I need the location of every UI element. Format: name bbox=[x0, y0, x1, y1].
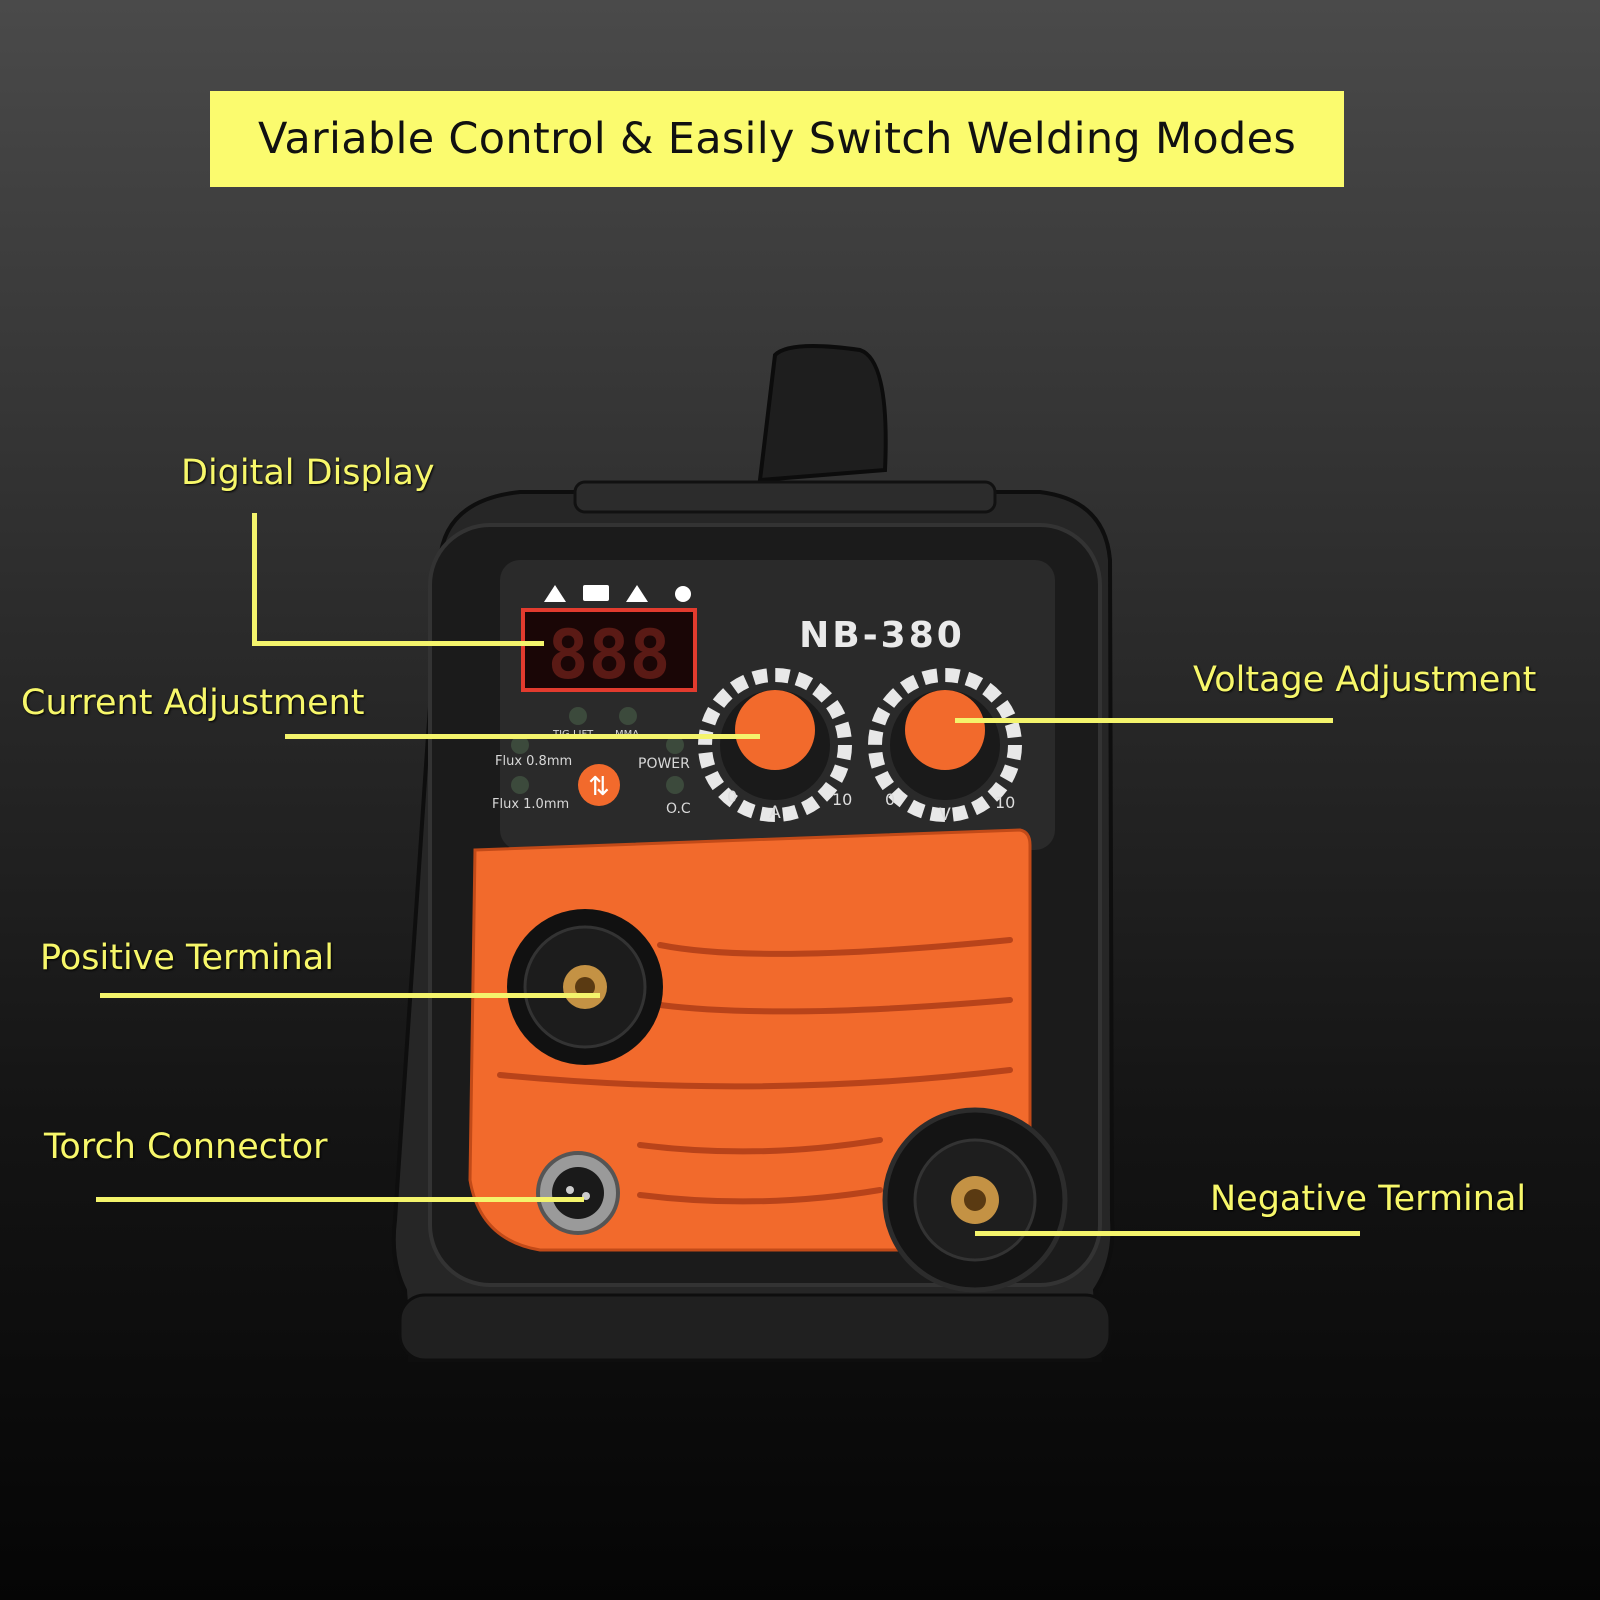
manual-icon bbox=[583, 585, 609, 601]
callout-line-current bbox=[285, 734, 760, 739]
callout-line-negative bbox=[975, 1231, 1360, 1236]
current-knob-dial-ring bbox=[698, 668, 852, 822]
title-banner: Variable Control & Easily Switch Welding… bbox=[210, 91, 1344, 187]
voltage-max: 10 bbox=[995, 793, 1015, 812]
swap-arrows-icon: ⇅ bbox=[588, 772, 610, 802]
base-foot bbox=[398, 1293, 1112, 1362]
digital-display bbox=[521, 608, 697, 692]
led-power bbox=[666, 736, 684, 754]
led-flux-08 bbox=[511, 736, 529, 754]
led-oc bbox=[666, 776, 684, 794]
callout-line-display-vertical bbox=[252, 513, 257, 646]
callout-line-positive bbox=[100, 993, 600, 998]
callout-line-voltage bbox=[955, 718, 1333, 723]
voltage-min: 0 bbox=[885, 790, 895, 809]
label-flux-10: Flux 1.0mm bbox=[492, 797, 569, 812]
callout-voltage-adjustment: Voltage Adjustment bbox=[1193, 660, 1537, 700]
model-name: NB-380 bbox=[799, 615, 965, 656]
label-flux-08: Flux 0.8mm bbox=[495, 754, 572, 769]
shock-warning-icon bbox=[626, 585, 648, 602]
voltage-unit: V bbox=[939, 805, 951, 825]
voltage-knob-cap bbox=[905, 690, 985, 770]
top-ridge bbox=[573, 480, 997, 514]
led-tig-lift bbox=[569, 707, 587, 725]
handle bbox=[757, 344, 888, 483]
callout-negative-terminal: Negative Terminal bbox=[1210, 1179, 1527, 1219]
callout-line-display-horizontal bbox=[252, 641, 544, 646]
warning-icons bbox=[544, 585, 691, 602]
led-flux-10 bbox=[511, 776, 529, 794]
current-min: 0 bbox=[727, 787, 737, 806]
current-unit: A bbox=[769, 803, 781, 823]
callout-positive-terminal: Positive Terminal bbox=[40, 938, 334, 978]
callout-digital-display: Digital Display bbox=[181, 453, 435, 493]
callout-line-torch bbox=[96, 1197, 584, 1202]
current-max: 10 bbox=[832, 790, 852, 809]
warning-icon bbox=[544, 585, 566, 602]
label-power: POWER bbox=[638, 756, 690, 772]
eye-protection-icon bbox=[675, 586, 691, 602]
mode-switch-button bbox=[578, 764, 620, 806]
page-title: Variable Control & Easily Switch Welding… bbox=[257, 114, 1297, 164]
display-readout: 888 bbox=[548, 616, 671, 695]
callout-torch-connector: Torch Connector bbox=[44, 1127, 328, 1167]
voltage-knob-dial-ring bbox=[868, 668, 1022, 822]
current-knob-cap bbox=[735, 690, 815, 770]
label-oc: O.C bbox=[666, 801, 691, 817]
led-mma bbox=[619, 707, 637, 725]
callout-current-adjustment: Current Adjustment bbox=[21, 683, 365, 723]
